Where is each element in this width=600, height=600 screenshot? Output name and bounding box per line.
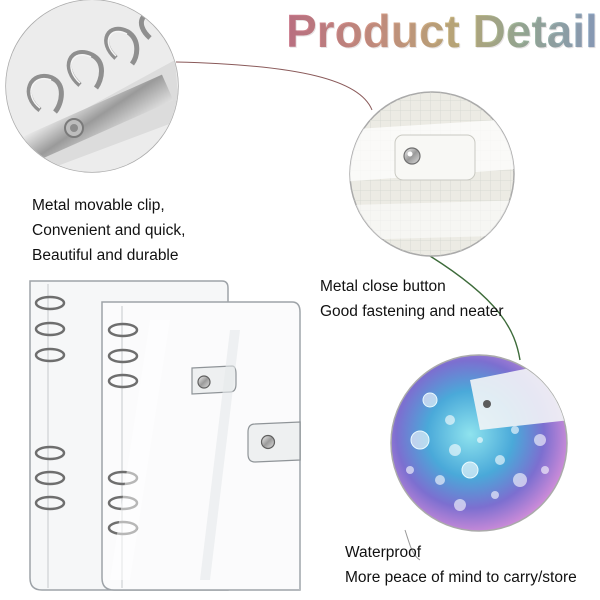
feature-button-line-2: Good fastening and neater (320, 303, 504, 320)
connector-line-water (404, 529, 421, 561)
connector-line-button (429, 255, 521, 361)
feature-button-line-1: Metal close button (320, 278, 446, 295)
water-droplets-icon (390, 354, 568, 532)
feature-clip-line-3: Beautiful and durable (32, 247, 179, 264)
feature-water-line-1: Waterproof (345, 544, 422, 561)
connector-line-clip (175, 61, 373, 111)
snap-button-icon (349, 91, 515, 257)
feature-clip-line-2: Convenient and quick, (32, 222, 186, 239)
feature-water-line-2: More peace of mind to carry/store (345, 569, 577, 586)
feature-button-caption: Metal close button Good fastening and ne… (320, 274, 504, 324)
feature-clip-caption: Metal movable clip, Convenient and quick… (32, 193, 185, 268)
page-title: Product Details (286, 2, 600, 60)
feature-water-caption: Waterproof More peace of mind to carry/s… (345, 540, 577, 590)
clear-binder-icon (29, 280, 301, 591)
ring-clip-icon (5, 0, 179, 173)
feature-clip-line-1: Metal movable clip, (32, 197, 165, 214)
